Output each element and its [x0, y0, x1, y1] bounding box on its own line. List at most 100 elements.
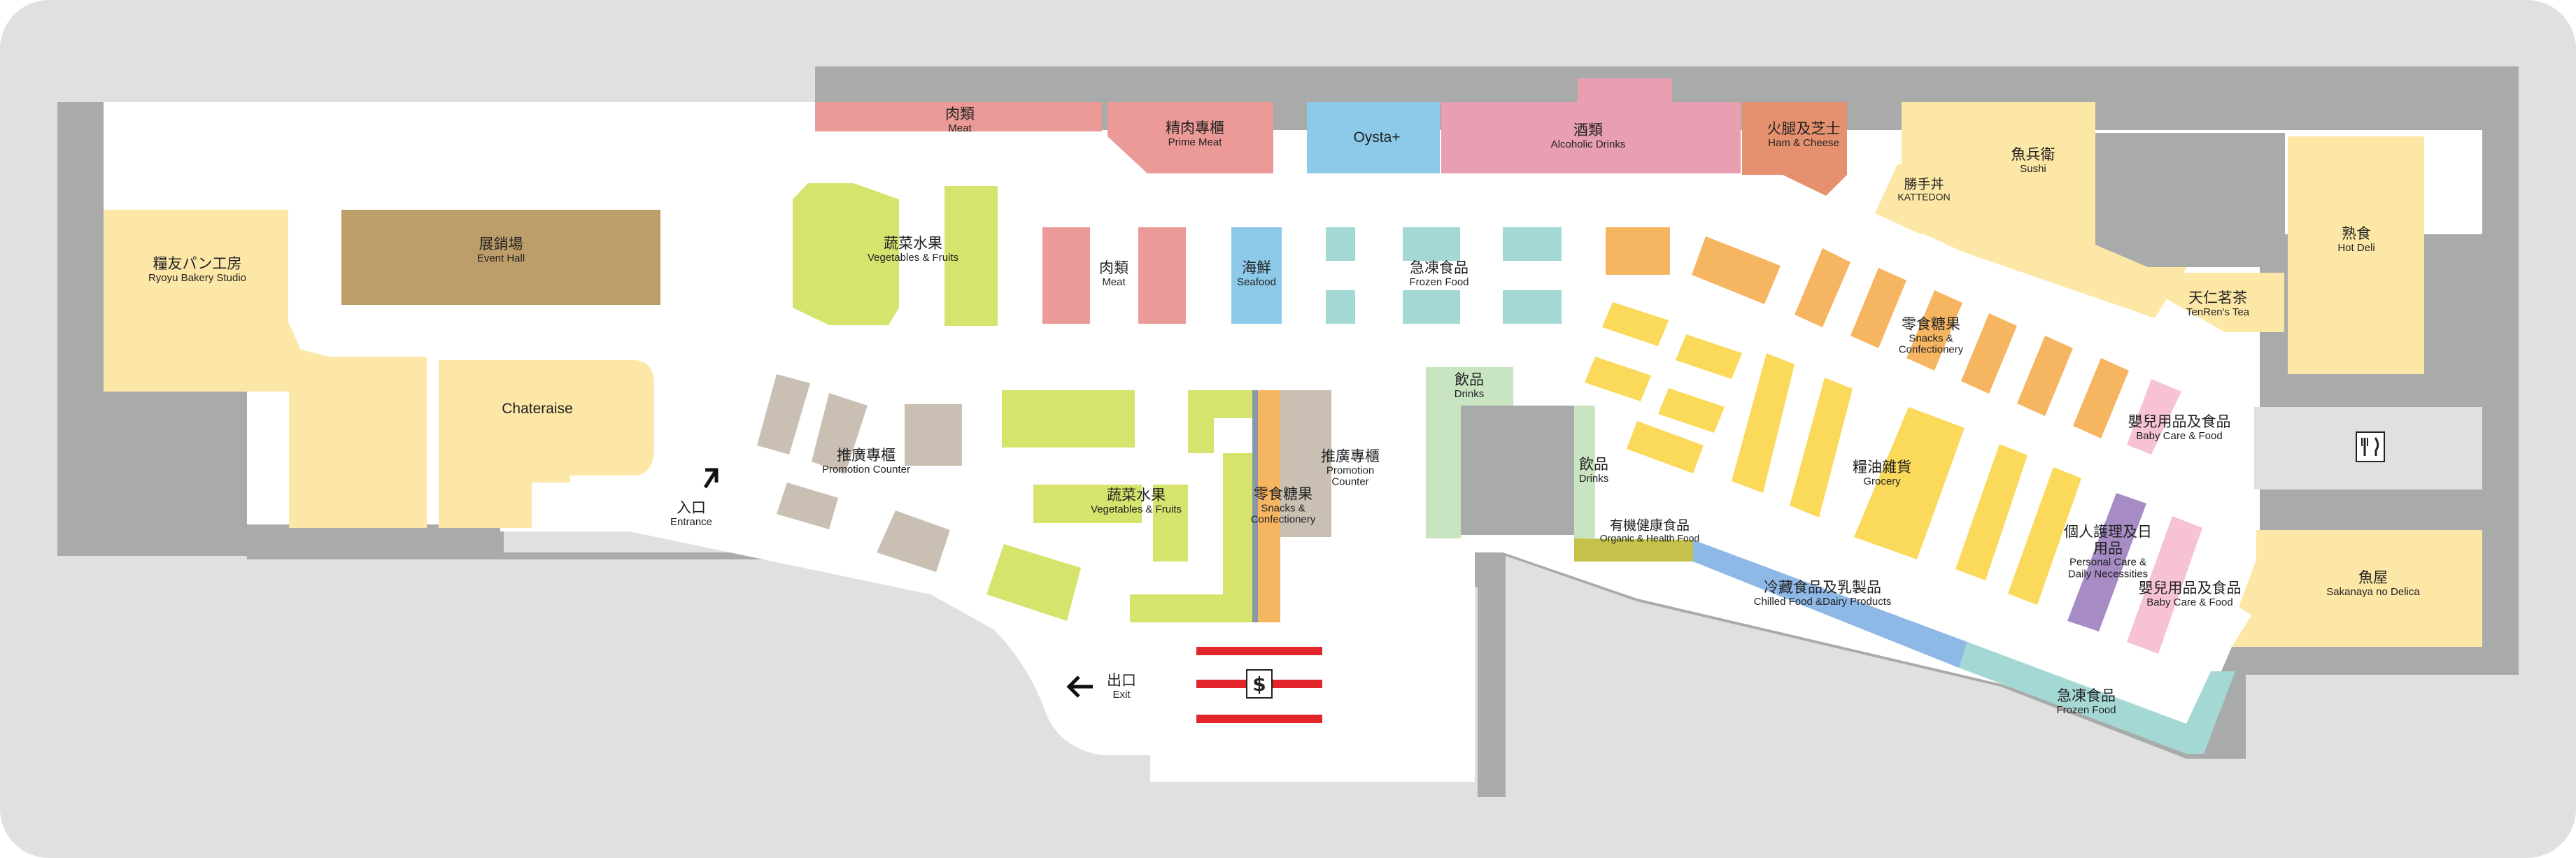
promo-shelf-2: [812, 393, 868, 474]
meat-counter-top: [815, 102, 1102, 131]
veg-display-3: [1002, 390, 1135, 448]
drinks-zone-2: [1574, 406, 1595, 538]
alcohol-zone: [1441, 78, 1741, 173]
arrow-up-right-icon: [703, 468, 719, 489]
promo-shelf-4: [777, 482, 838, 529]
veg-display-5: [1033, 485, 1142, 523]
frozen-shelf-4: [1403, 290, 1460, 324]
frozen-shelf-5: [1503, 227, 1562, 261]
grocery-shelf-5: [1627, 421, 1704, 473]
veg-display-8: [986, 544, 1081, 621]
veg-display-6: [1153, 485, 1188, 562]
personal-shelf: [2067, 493, 2146, 631]
grocery-block: [1854, 407, 1965, 559]
frozen-band: [1959, 642, 2186, 754]
chilled-band: [1693, 540, 1967, 668]
drinks-zone-1: [1426, 367, 1513, 538]
label-chateraise: Chateraise: [502, 401, 573, 417]
snack-shelf-r4: [1906, 290, 1962, 371]
meat-shelf-1: [1042, 227, 1090, 324]
oysta-zone: [1307, 102, 1440, 173]
snack-shelf-top: [1606, 227, 1670, 275]
snack-shelf-r6: [2017, 336, 2073, 416]
frozen-shelf-3: [1403, 227, 1460, 261]
tenren-zone: [2120, 273, 2284, 332]
hot-deli-zone: [2288, 136, 2424, 374]
promo-shelf-6: [1277, 390, 1331, 537]
promo-shelf-5: [877, 510, 950, 572]
svg-text:$: $: [1252, 673, 1266, 696]
checkout-lane-3: [1196, 715, 1322, 723]
fork-knife-icon: [2356, 431, 2385, 462]
dollar-sign-icon: $: [1246, 669, 1273, 699]
checkout-lane-1: [1196, 647, 1322, 655]
label-oysta: Oysta+: [1353, 129, 1401, 146]
grocery-shelf-6: [1732, 353, 1795, 493]
grocery-shelf-2: [1676, 334, 1742, 379]
baby-shelf-1: [2127, 379, 2181, 455]
frozen-shelf-1: [1326, 227, 1355, 261]
sushi-zone: [1902, 102, 2187, 318]
baby-shelf-2: [2127, 516, 2202, 654]
frozen-shelf-2: [1326, 290, 1355, 324]
katte-zone: [1875, 164, 1955, 234]
snack-shelf-r2: [1795, 248, 1850, 327]
snack-shelf-r3: [1850, 268, 1906, 348]
pillar-wall: [1461, 406, 1574, 535]
frozen-corner: [2186, 671, 2235, 754]
promo-shelf-3: [905, 404, 962, 466]
pillar-wall-3: [2090, 133, 2188, 267]
prime-meat-zone: [1107, 102, 1273, 173]
arrow-left-icon: [1066, 675, 1093, 698]
frozen-shelf-6: [1503, 290, 1562, 324]
bakery-zone: [104, 210, 427, 528]
snack-shelf-r5: [1961, 313, 2017, 394]
chateraise-zone: [439, 360, 654, 528]
snack-shelf-r1: [1692, 236, 1781, 304]
grocery-shelf-1: [1602, 302, 1669, 346]
seafood-shelf: [1231, 227, 1282, 324]
promo-shelf-1: [757, 374, 810, 455]
divider-pillar: [1252, 390, 1258, 622]
grocery-shelf-4: [1658, 388, 1725, 433]
snack-column: [1258, 390, 1280, 622]
snack-shelf-r7: [2073, 358, 2129, 438]
grocery-shelf-3: [1585, 357, 1651, 401]
grocery-shelf-9: [2008, 467, 2081, 605]
ham-cheese-zone: [1742, 102, 1847, 196]
veg-display-4: [1188, 390, 1252, 453]
event-hall-zone: [341, 210, 660, 305]
veg-display-1: [793, 183, 899, 325]
grocery-shelf-8: [1955, 444, 2027, 580]
